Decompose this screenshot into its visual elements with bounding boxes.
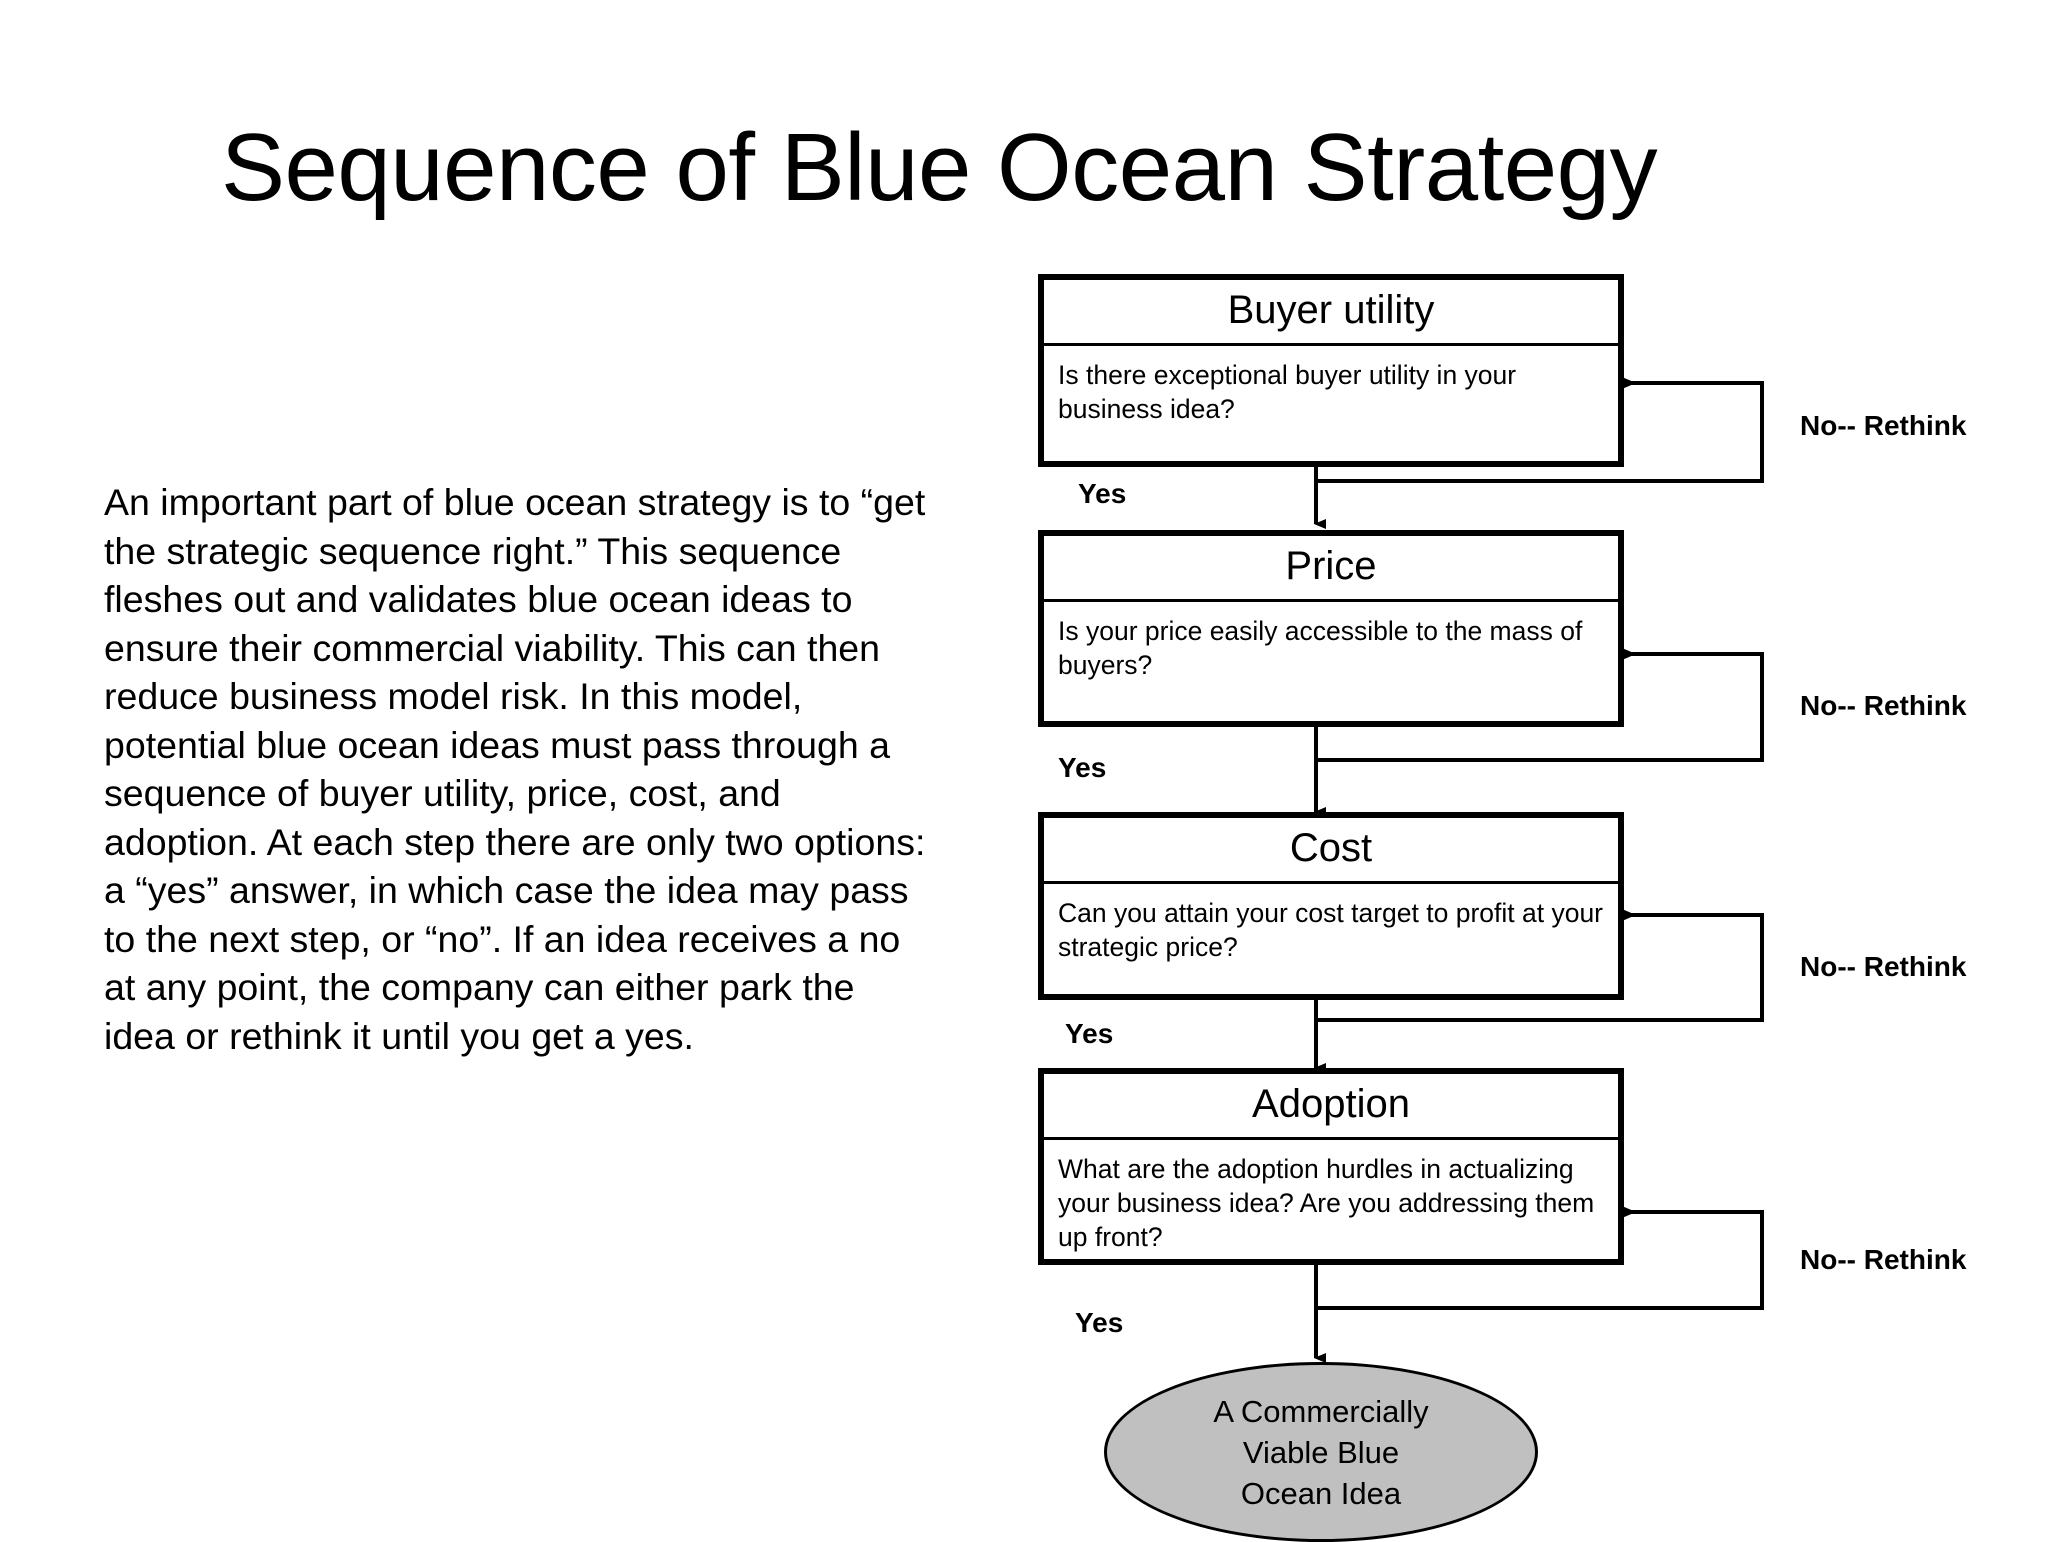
body-paragraph: An important part of blue ocean strategy… (104, 481, 926, 1057)
flow-step-price[interactable]: Price Is your price easily accessible to… (1038, 530, 1624, 727)
flow-step-adoption-question: What are the adoption hurdles in actuali… (1058, 1154, 1595, 1252)
label-yes-buyer-utility: Yes (1078, 478, 1127, 509)
page-title: Sequence of Blue Ocean Strategy (220, 114, 1658, 221)
label-no-rethink-buyer-utility: No-- Rethink (1800, 410, 1967, 441)
label-yes-cost: Yes (1065, 1018, 1114, 1049)
flow-step-adoption-header: Adoption (1044, 1074, 1618, 1140)
flow-step-buyer-utility-header: Buyer utility (1044, 280, 1618, 346)
flow-step-price-header: Price (1044, 536, 1618, 602)
flow-step-cost[interactable]: Cost Can you attain your cost target to … (1038, 812, 1624, 1000)
label-yes-price: Yes (1058, 752, 1107, 783)
flow-step-buyer-utility[interactable]: Buyer utility Is there exceptional buyer… (1038, 274, 1624, 467)
label-no-rethink-cost: No-- Rethink (1800, 951, 1967, 982)
label-no-rethink-adoption: No-- Rethink (1800, 1244, 1967, 1275)
flow-step-buyer-utility-question: Is there exceptional buyer utility in yo… (1058, 360, 1517, 424)
terminal-node-label: A Commercially Viable Blue Ocean Idea (1213, 1393, 1429, 1511)
flow-step-cost-question: Can you attain your cost target to profi… (1058, 898, 1604, 962)
label-yes-adoption: Yes (1075, 1307, 1124, 1338)
flow-step-price-question: Is your price easily accessible to the m… (1058, 616, 1583, 680)
terminal-node-commercially-viable-idea[interactable]: A Commercially Viable Blue Ocean Idea (1104, 1362, 1538, 1542)
label-no-rethink-price: No-- Rethink (1800, 690, 1967, 721)
flow-step-adoption[interactable]: Adoption What are the adoption hurdles i… (1038, 1068, 1624, 1265)
flow-step-cost-header: Cost (1044, 818, 1618, 884)
